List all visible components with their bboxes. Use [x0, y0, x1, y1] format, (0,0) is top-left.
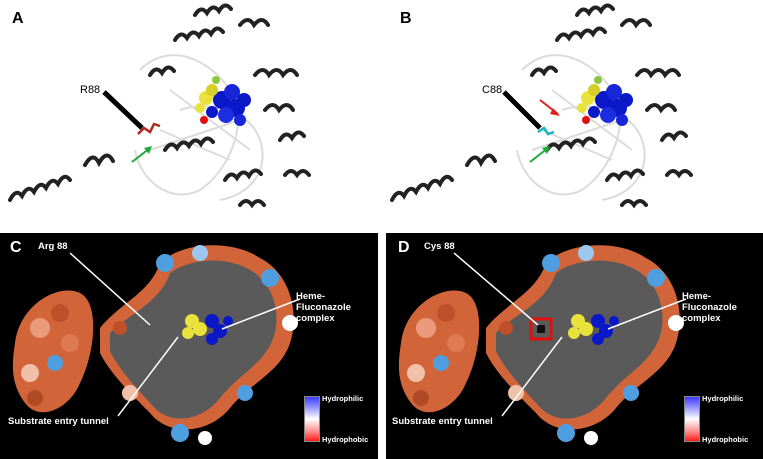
legend-hydrophobic-d: Hydrophobic — [702, 435, 749, 444]
residue-label-arg88: Arg 88 — [38, 241, 68, 252]
residue-label-r88: R88 — [80, 84, 101, 96]
protein-ribbon-structure-b — [390, 3, 693, 209]
panel-c: C Arg 88 Heme-Fluconazole complex Substr… — [0, 233, 378, 459]
protein-ribbon-structure-a — [8, 3, 311, 209]
heme-fluconazole-label-d: Heme-Fluconazole complex — [682, 291, 737, 324]
panel-d: D Cys 88 Heme-Fluconazole complex Substr… — [386, 233, 763, 459]
legend-hydrophobic-c: Hydrophobic — [322, 435, 369, 444]
cys88-highlight-box — [529, 317, 553, 341]
legend-hydrophilic-d: Hydrophilic — [702, 394, 744, 403]
legend-hydrophilic-c: Hydrophilic — [322, 394, 364, 403]
residue-label-cys88: Cys 88 — [424, 241, 455, 252]
protein-surface-structure-d — [398, 245, 687, 445]
hydrophobicity-legend-c — [304, 396, 320, 442]
panel-letter-d: D — [398, 239, 410, 256]
residue-label-c88: C88 — [482, 84, 503, 96]
panel-letter-a: A — [12, 10, 24, 27]
panel-letter-b: B — [400, 10, 412, 27]
protein-surface-structure-c — [12, 245, 301, 445]
heme-fluconazole-label-c: Heme-Fluconazole complex — [296, 291, 351, 324]
panel-a: A R88 — [0, 0, 380, 225]
substrate-entry-tunnel-label-d: Substrate entry tunnel — [392, 416, 493, 427]
hydrophobicity-legend-d — [684, 396, 700, 442]
substrate-entry-tunnel-label-c: Substrate entry tunnel — [8, 416, 109, 427]
panel-b: B C88 — [382, 0, 763, 225]
panel-letter-c: C — [10, 239, 22, 256]
